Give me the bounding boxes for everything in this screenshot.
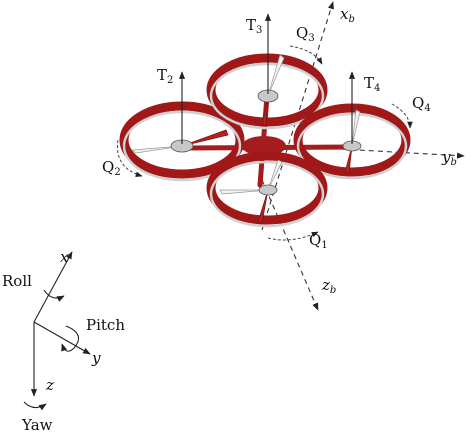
- thrust-arrows: [178, 13, 356, 144]
- blade: [261, 95, 269, 127]
- blade: [351, 109, 361, 147]
- inertial-x-label: x: [60, 248, 69, 266]
- pitch-label: Pitch: [86, 316, 125, 334]
- thrust-label-4: T4: [364, 74, 380, 94]
- torque-arc-1: [267, 231, 319, 241]
- torque-arcs: [117, 45, 413, 241]
- blade: [131, 145, 183, 154]
- torque-label-4: Q4: [412, 94, 431, 114]
- quadrotor-body: [119, 53, 411, 228]
- xb-label: xb: [340, 5, 355, 25]
- rotor-3: [206, 53, 328, 130]
- blade: [344, 145, 353, 174]
- zb-axis: [261, 179, 319, 311]
- thrust-label-3: T3: [246, 16, 262, 36]
- roll-label: Roll: [2, 272, 32, 290]
- torque-label-1: Q1: [309, 231, 328, 251]
- inertial-x-axis: [33, 251, 73, 323]
- thrust-label-2: T2: [157, 66, 173, 86]
- center-hub: [242, 136, 286, 156]
- torque-label-2: Q2: [102, 158, 121, 178]
- yaw-arc: [23, 401, 47, 411]
- yaw-label: Yaw: [21, 416, 53, 434]
- rotor-1: [206, 151, 328, 228]
- blade: [267, 54, 285, 97]
- inertial-y-axis: [33, 321, 91, 355]
- zb-label: zb: [321, 276, 336, 296]
- inertial-frame: x y z Roll Pitch Yaw: [2, 248, 125, 434]
- inertial-y-label: y: [91, 349, 101, 367]
- inertial-z-label: z: [45, 376, 54, 394]
- blade: [219, 189, 269, 195]
- torque-arc-3: [289, 45, 323, 65]
- roll-arc: [43, 289, 65, 302]
- torque-arc-4: [391, 103, 413, 129]
- pitch-arc: [61, 325, 80, 352]
- torque-label-3: Q3: [296, 24, 315, 44]
- blade: [267, 159, 283, 191]
- blade: [257, 189, 269, 224]
- yb-label: yb: [441, 148, 457, 168]
- blade: [181, 129, 229, 147]
